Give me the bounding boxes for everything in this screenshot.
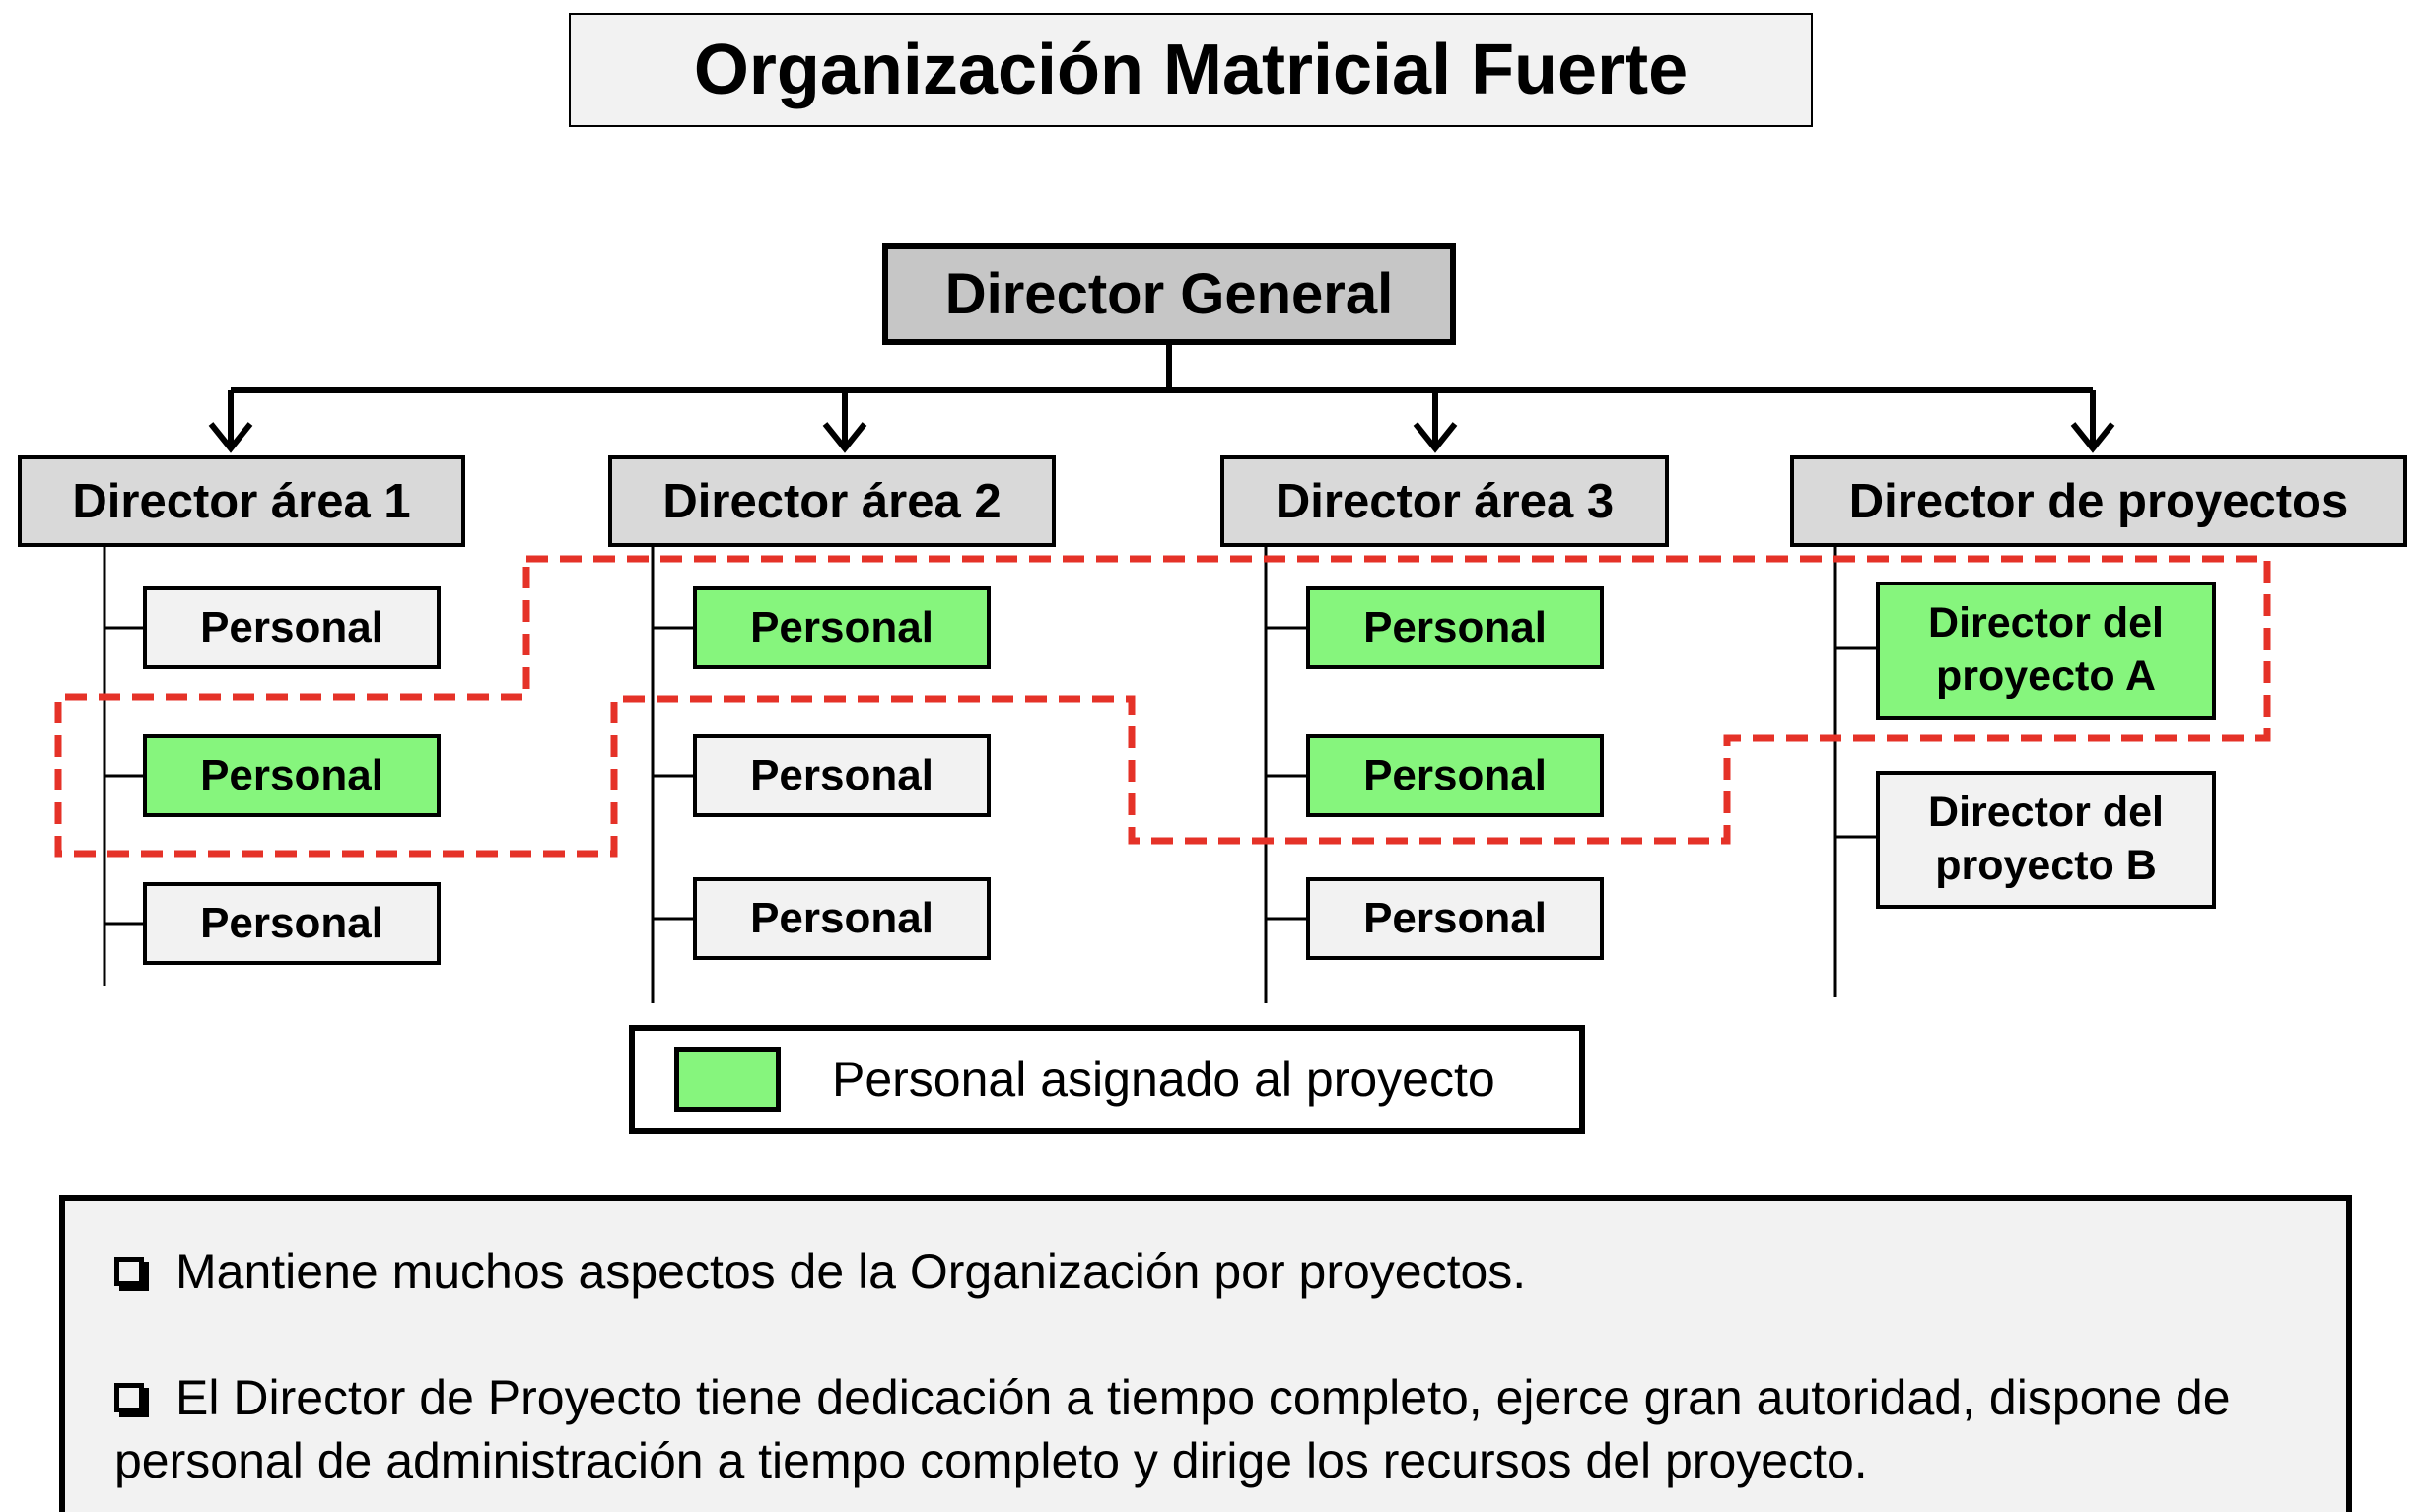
legend-label: Personal asignado al proyecto xyxy=(832,1052,1495,1107)
staff-area-1-2-assigned: Personal xyxy=(143,734,441,817)
diagram-title: Organización Matricial Fuerte xyxy=(569,13,1813,127)
checkbox-bullet-icon xyxy=(114,1383,144,1412)
drop-area-1 xyxy=(208,390,253,453)
staff-area-3-1-assigned: Personal xyxy=(1306,586,1604,669)
staff-area-3-2-assigned: Personal xyxy=(1306,734,1604,817)
head-area-2: Director área 2 xyxy=(608,455,1056,547)
legend-swatch xyxy=(674,1047,781,1112)
note-text-2: El Director de Proyecto tiene dedicación… xyxy=(114,1370,2231,1488)
project-director-b: Director del proyecto B xyxy=(1876,771,2216,909)
project-boundary xyxy=(54,555,2271,858)
director-general-box: Director General xyxy=(882,243,1456,345)
staff-area-2-3: Personal xyxy=(693,877,991,960)
staff-area-2-1-assigned: Personal xyxy=(693,586,991,669)
staff-area-2-2: Personal xyxy=(693,734,991,817)
project-director-a-line2: proyecto A xyxy=(1936,653,2156,700)
project-director-b-line2: proyecto B xyxy=(1935,842,2157,889)
drop-area-3 xyxy=(1413,390,1458,453)
area-3-spine xyxy=(1264,547,1306,1003)
drop-area-2 xyxy=(822,390,867,453)
legend: Personal asignado al proyecto xyxy=(629,1025,1585,1134)
area-2-spine xyxy=(651,547,693,1003)
staff-area-1-1: Personal xyxy=(143,586,441,669)
head-projects: Director de proyectos xyxy=(1790,455,2407,547)
projects-spine xyxy=(1833,547,1876,997)
note-text-1: Mantiene muchos aspectos de la Organizac… xyxy=(175,1244,1527,1299)
staff-area-1-3: Personal xyxy=(143,882,441,965)
note-item-2: El Director de Proyecto tiene dedicación… xyxy=(114,1366,2346,1492)
project-director-a: Director del proyecto A xyxy=(1876,582,2216,720)
drop-projects xyxy=(2070,390,2115,453)
project-director-b-line1: Director del xyxy=(1928,789,2164,837)
project-director-a-line1: Director del xyxy=(1928,599,2164,648)
area-1-spine xyxy=(103,547,145,986)
checkbox-bullet-icon xyxy=(114,1257,144,1286)
head-area-1: Director área 1 xyxy=(18,455,465,547)
head-area-3: Director área 3 xyxy=(1220,455,1669,547)
note-item-1: Mantiene muchos aspectos de la Organizac… xyxy=(114,1240,2346,1303)
staff-area-3-3: Personal xyxy=(1306,877,1604,960)
notes-panel: Mantiene muchos aspectos de la Organizac… xyxy=(59,1195,2352,1512)
